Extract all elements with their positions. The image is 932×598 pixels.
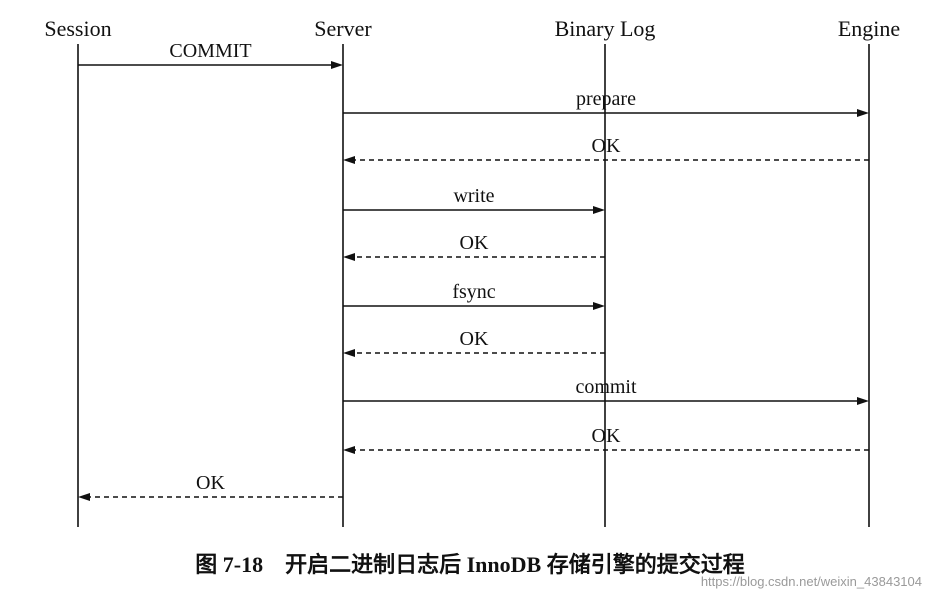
participant-labels: Session Server Binary Log Engine	[44, 16, 900, 41]
participant-engine: Engine	[838, 16, 900, 41]
message-8: commit	[343, 376, 869, 405]
arrowhead	[343, 349, 355, 357]
arrowhead	[343, 156, 355, 164]
arrowhead	[78, 493, 90, 501]
message-1: COMMIT	[78, 40, 343, 69]
arrowhead	[857, 109, 869, 117]
message-label: commit	[575, 376, 637, 398]
message-3: OK	[343, 135, 869, 164]
participant-binlog: Binary Log	[555, 16, 656, 41]
message-label: OK	[592, 425, 621, 447]
message-label: prepare	[576, 88, 636, 110]
arrowhead	[593, 206, 605, 214]
message-6: fsync	[343, 281, 605, 310]
message-4: write	[343, 185, 605, 214]
participant-server: Server	[314, 16, 372, 41]
message-label: COMMIT	[169, 40, 251, 62]
participant-session: Session	[44, 16, 111, 41]
watermark: https://blog.csdn.net/weixin_43843104	[701, 574, 922, 589]
message-label: write	[453, 185, 494, 207]
message-label: OK	[460, 328, 489, 350]
message-10: OK	[78, 472, 343, 501]
message-label: fsync	[452, 281, 495, 303]
message-label: OK	[460, 232, 489, 254]
arrowhead	[343, 253, 355, 261]
message-9: OK	[343, 425, 869, 454]
arrowhead	[343, 446, 355, 454]
message-label: OK	[592, 135, 621, 157]
figure-caption: 图 7-18 开启二进制日志后 InnoDB 存储引擎的提交过程	[195, 552, 744, 577]
message-7: OK	[343, 328, 605, 357]
message-5: OK	[343, 232, 605, 261]
message-2: prepare	[343, 88, 869, 117]
arrowhead	[331, 61, 343, 69]
arrowhead	[857, 397, 869, 405]
lifelines	[77, 44, 870, 527]
arrowhead	[593, 302, 605, 310]
message-label: OK	[196, 472, 225, 494]
